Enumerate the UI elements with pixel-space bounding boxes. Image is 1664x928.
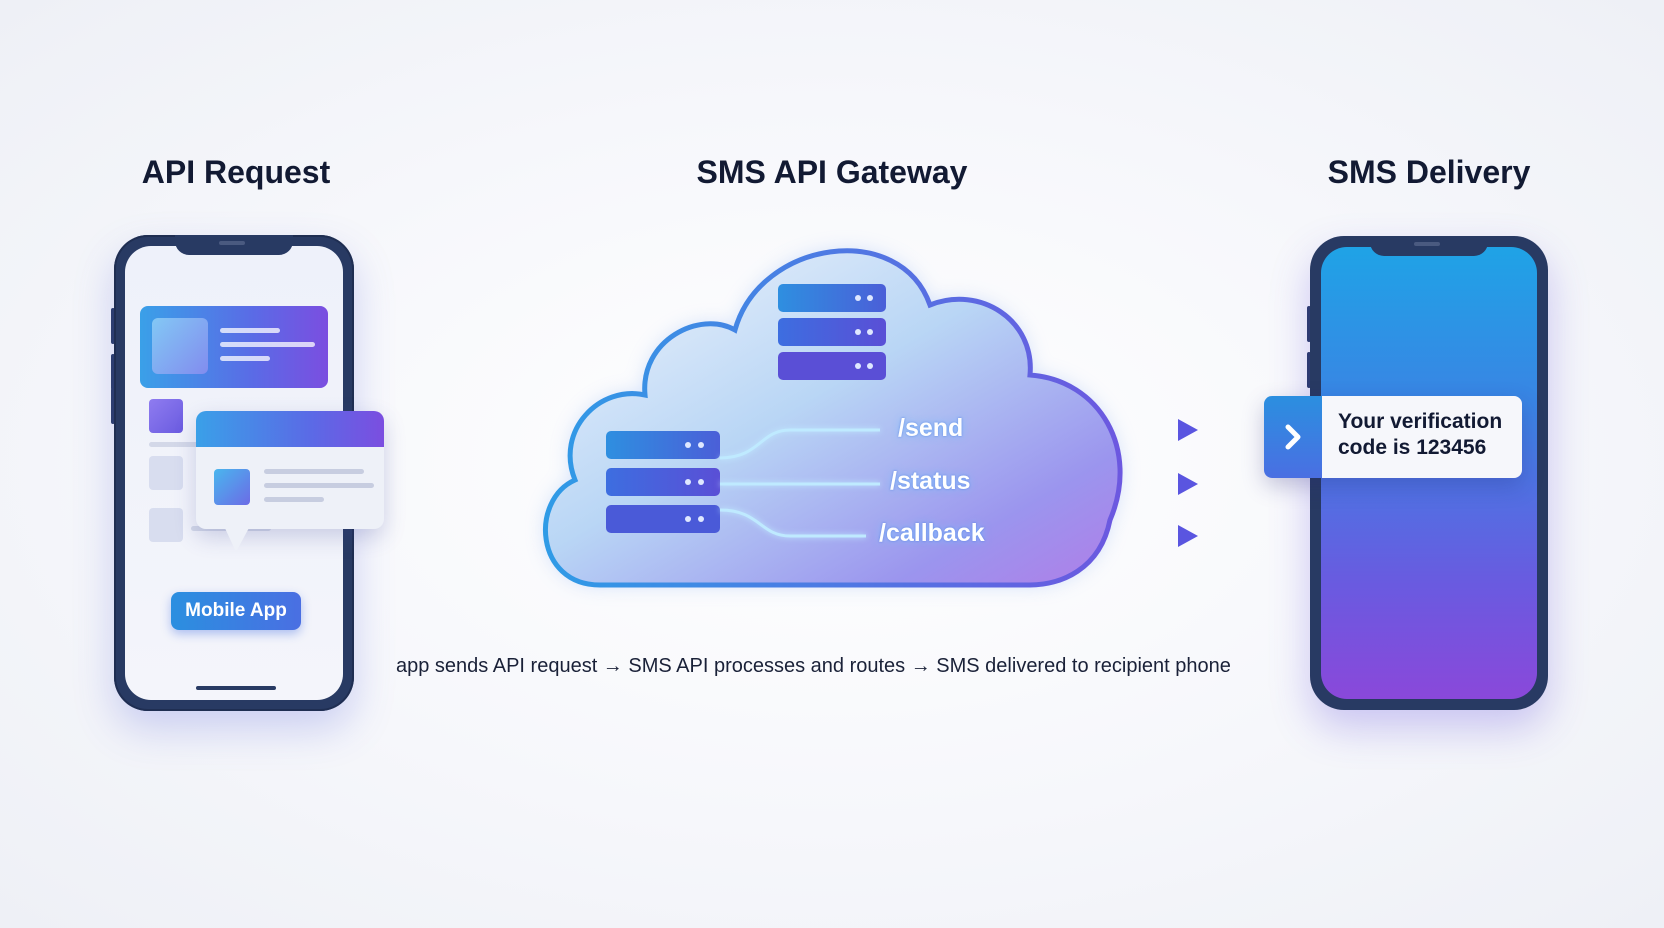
sms-message-text: Your verification code is 123456 [1338, 410, 1503, 459]
sms-api-gateway-title: SMS API Gateway [696, 154, 968, 190]
chevron-right-icon [1264, 396, 1322, 478]
endpoint-callback: /callback [879, 519, 985, 547]
endpoint-send: /send [898, 414, 964, 442]
app-card [140, 306, 328, 388]
mobile-app-button[interactable]: Mobile App [171, 592, 301, 630]
api-request-bubble [196, 411, 384, 529]
sms-notification: Your verification code is 123456 [1264, 396, 1522, 478]
arrow-right-icon [990, 419, 1198, 441]
flow-caption: app sends API request → SMS API processe… [396, 655, 1231, 677]
server-icon [778, 284, 886, 380]
sms-delivery-title: SMS Delivery [1327, 154, 1531, 190]
cloud-shape [543, 248, 1123, 588]
api-request-title: API Request [141, 154, 331, 190]
server-icon [606, 431, 720, 533]
arrow-right-icon [1004, 525, 1198, 547]
routing-lines [719, 428, 880, 538]
endpoint-status: /status [890, 467, 971, 495]
arrow-right-icon [990, 473, 1198, 495]
